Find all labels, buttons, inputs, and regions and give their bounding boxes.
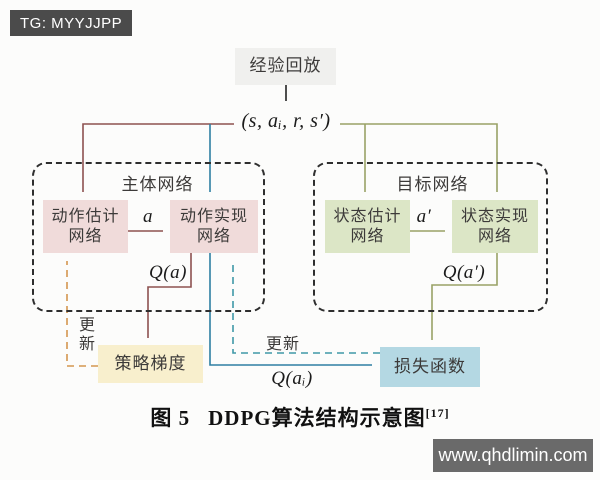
loss-function-box: 损失函数 [380, 347, 480, 387]
main-network-frame [32, 162, 265, 312]
watermark-url: www.qhdlimin.com [433, 439, 593, 472]
main-network-title: 主体网络 [121, 175, 194, 194]
action-realization-network-box: 动作实现 网络 [170, 200, 258, 253]
q-a-i-label: Q(aᵢ) [271, 368, 313, 389]
transition-tuple-label: (s, aᵢ, r, s′) [241, 110, 331, 132]
action-a-label: a [143, 206, 153, 227]
figure-title: DDPG算法结构示意图 [208, 406, 426, 430]
update-label-loss: 更新 [266, 336, 301, 353]
tag-badge: TG: MYYJJPP [10, 10, 133, 36]
q-a-label: Q(a) [149, 262, 187, 283]
target-network-frame [313, 162, 548, 312]
target-network-title: 目标网络 [396, 175, 469, 194]
q-a-prime-label: Q(a′) [442, 262, 486, 283]
state-realization-network-box: 状态实现 网络 [452, 200, 538, 253]
figure-reference: [17] [425, 406, 450, 420]
action-a-prime-label: a′ [416, 206, 432, 227]
action-estimation-network-box: 动作估计 网络 [43, 200, 128, 253]
figure-number: 图 5 [150, 406, 191, 430]
policy-gradient-box: 策略梯度 [98, 345, 203, 383]
experience-replay-box: 经验回放 [235, 48, 336, 85]
update-label-policy: 更新 [76, 316, 93, 354]
state-estimation-network-box: 状态估计 网络 [325, 200, 410, 253]
figure-caption: 图 5 DDPG算法结构示意图[17] [0, 402, 600, 432]
